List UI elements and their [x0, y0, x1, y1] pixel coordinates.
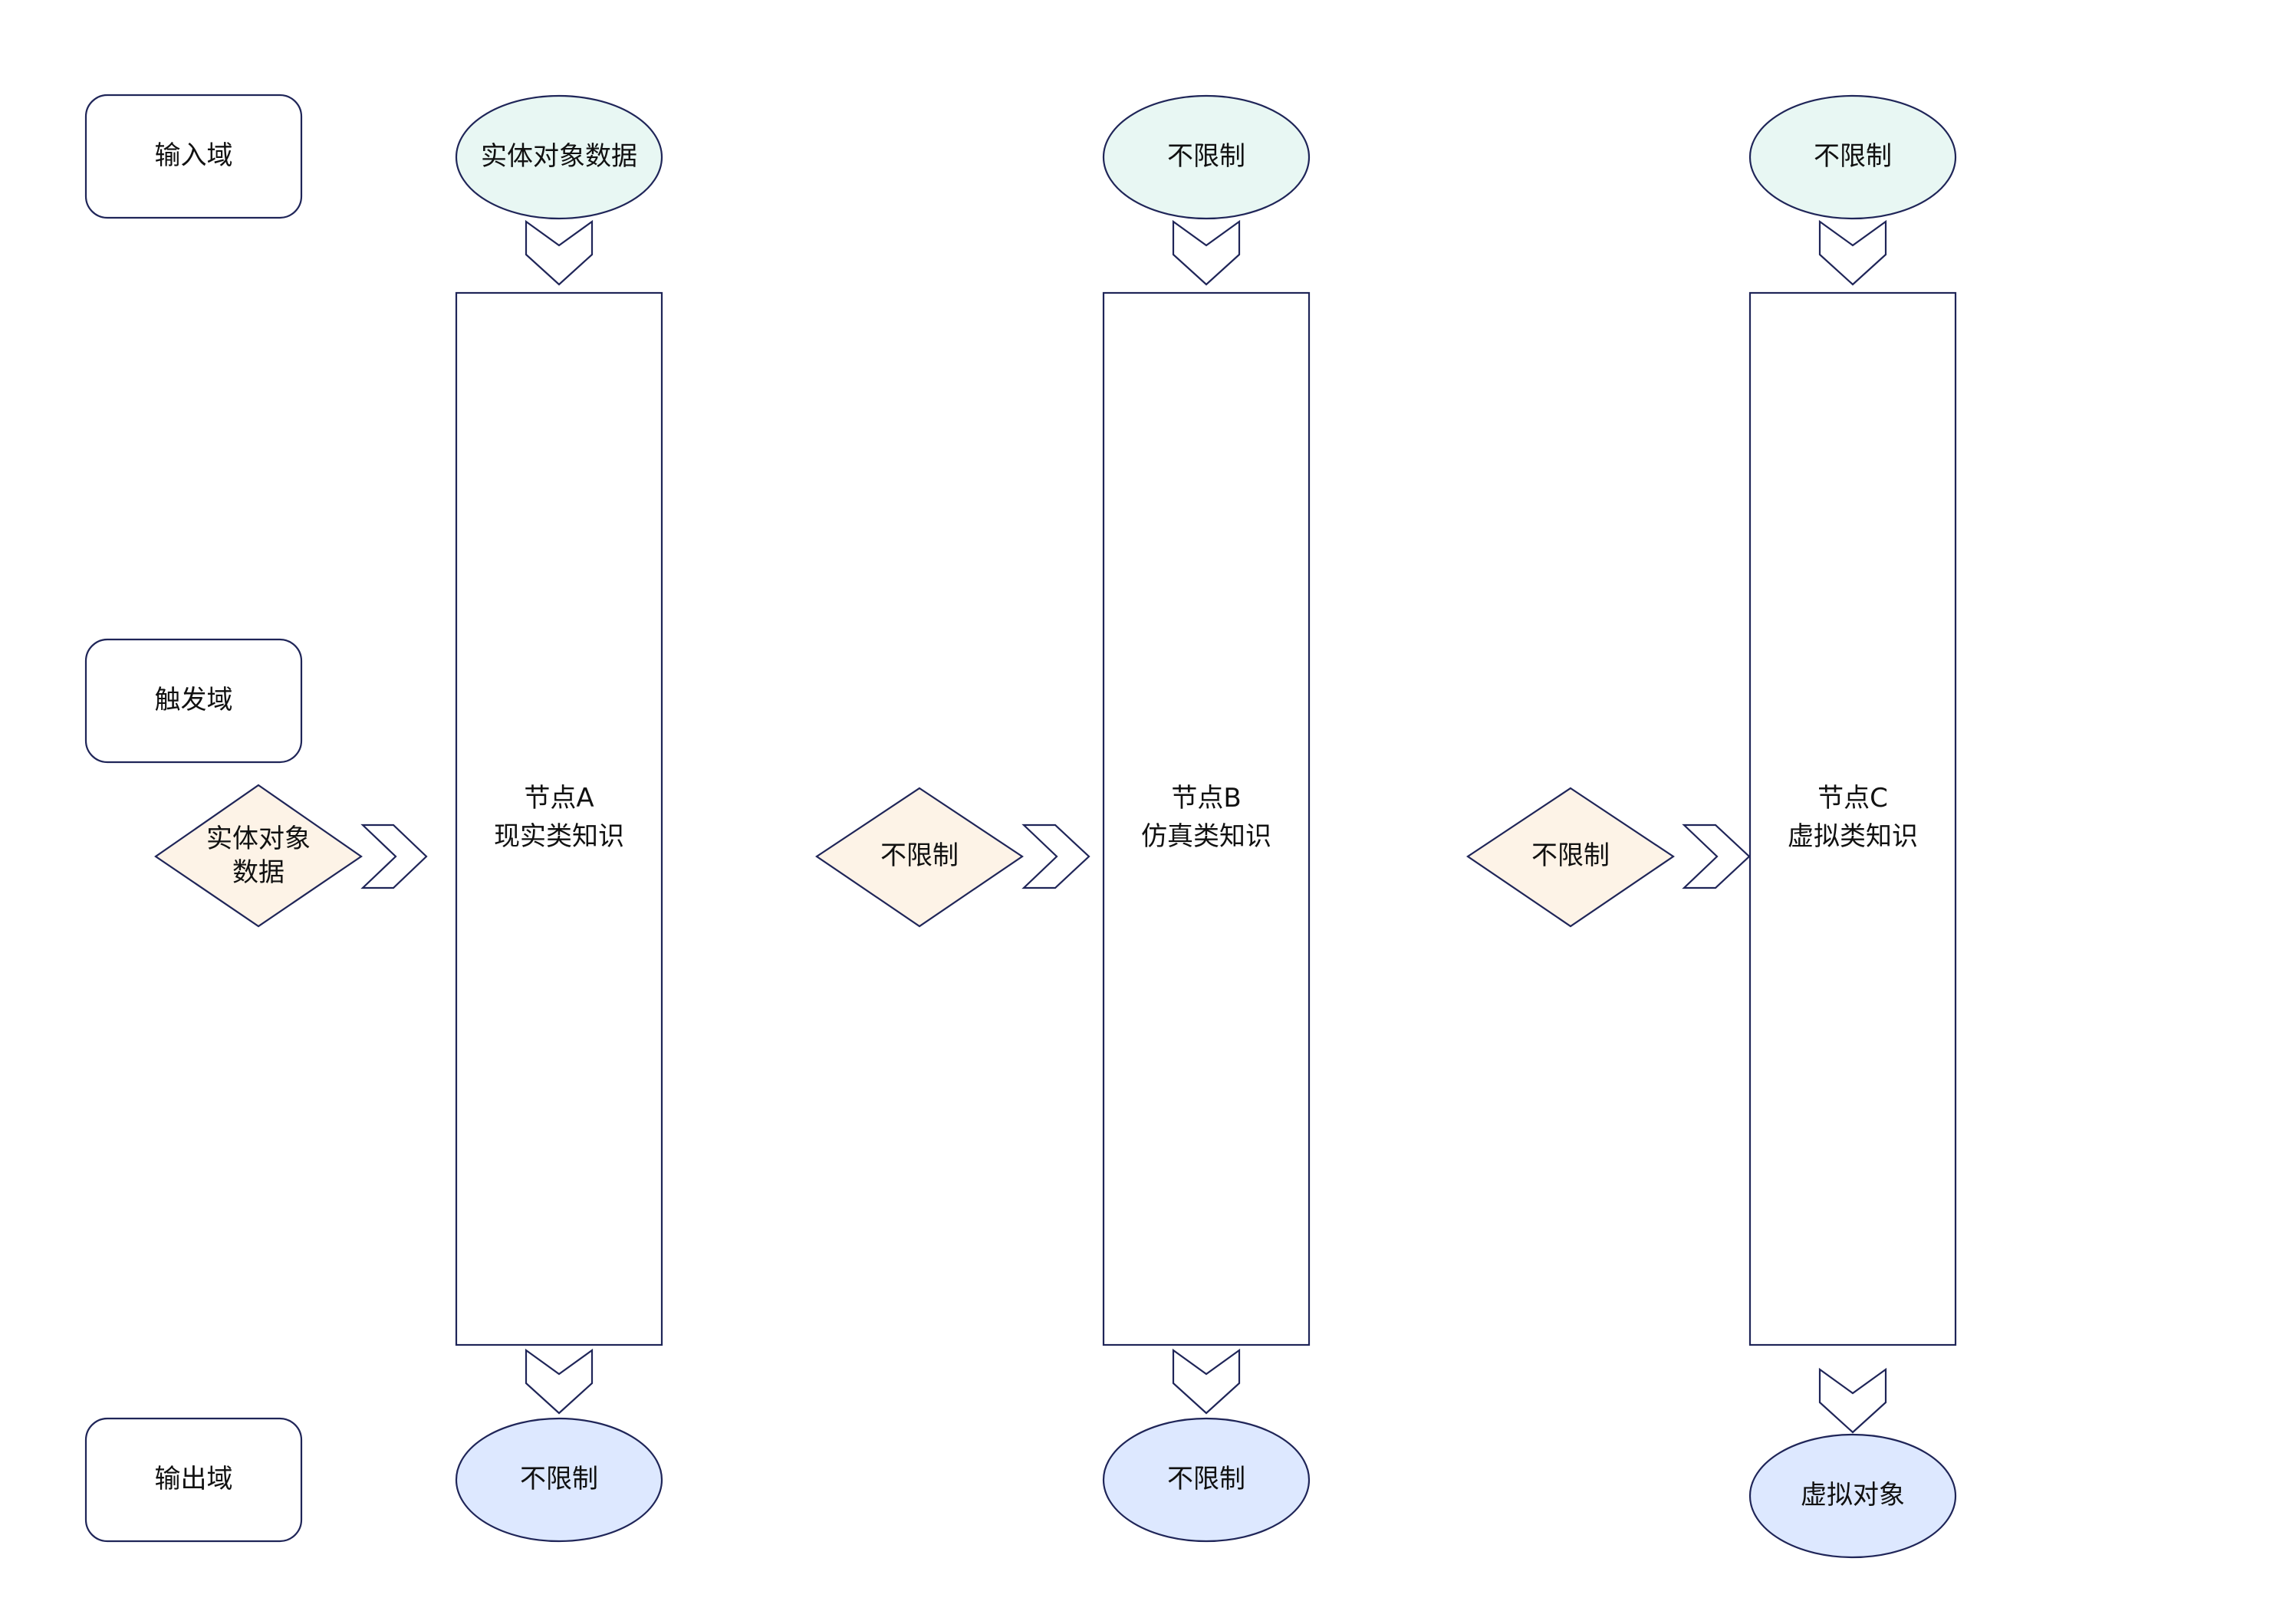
node-c-output-arrow-icon — [1818, 1367, 1887, 1434]
node-b-input-ellipse — [1102, 94, 1311, 220]
node-b-trigger-diamond — [815, 787, 1024, 928]
node-b-output-ellipse — [1102, 1417, 1311, 1543]
node-c-trigger-arrow-icon — [1682, 824, 1751, 889]
node-c-input-arrow-icon — [1818, 219, 1887, 286]
node-b-box — [1102, 291, 1311, 1346]
node-a-output-arrow-icon — [525, 1348, 594, 1415]
node-c-output-ellipse — [1748, 1433, 1957, 1559]
node-b-output-arrow-icon — [1172, 1348, 1241, 1415]
node-c-trigger-diamond — [1466, 787, 1675, 928]
trigger-domain-box — [84, 638, 303, 764]
node-b-trigger-arrow-icon — [1021, 824, 1090, 889]
node-a-input-arrow-icon — [525, 219, 594, 286]
input-domain-box — [84, 94, 303, 219]
node-a-input-ellipse — [455, 94, 663, 220]
node-a-trigger-arrow-icon — [360, 824, 428, 889]
node-a-output-ellipse — [455, 1417, 663, 1543]
node-a-box — [455, 291, 663, 1346]
node-b-input-arrow-icon — [1172, 219, 1241, 286]
node-c-input-ellipse — [1748, 94, 1957, 220]
node-a-trigger-diamond — [154, 784, 363, 928]
node-c-box — [1748, 291, 1957, 1346]
output-domain-box — [84, 1417, 303, 1543]
